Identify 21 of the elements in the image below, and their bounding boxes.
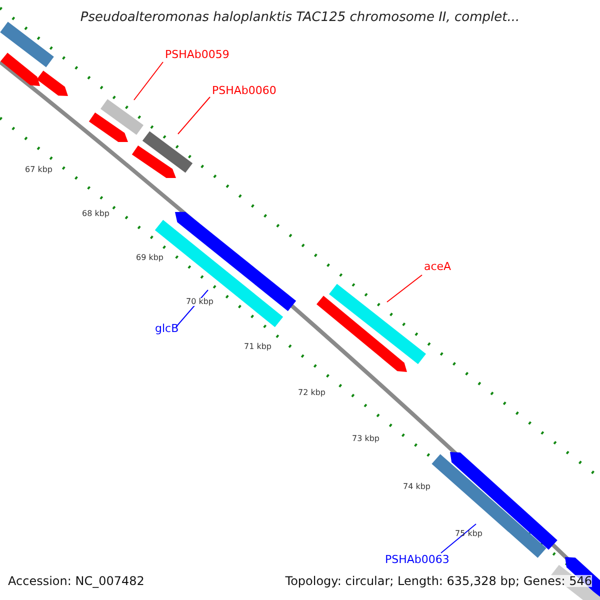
title: Pseudoalteromonas haloplanktis TAC125 chromosome II, complet...: [79, 11, 521, 24]
gene-bar: [100, 99, 144, 135]
scale-label: 70 kbp: [186, 298, 214, 306]
info-text: Topology: circular; Length: 635,328 bp; Genes: 546: [285, 575, 592, 587]
leader-line: [386, 274, 422, 302]
scale-label: 67 kbp: [25, 166, 53, 174]
scale-label: 69 kbp: [136, 254, 164, 262]
scale-label: 73 kbp: [352, 435, 380, 443]
gene-label: PSHAb0063: [385, 554, 450, 565]
leader-line: [134, 62, 164, 100]
gene-label: PSHAb0060: [212, 85, 276, 96]
gene-label: glcB: [155, 323, 179, 334]
gene-label: aceA: [424, 261, 452, 272]
scale-label: 68 kbp: [82, 210, 110, 218]
leader-line: [440, 524, 476, 554]
gene-bar: [142, 131, 193, 173]
leader-line: [178, 96, 210, 134]
info-text: Accession: NC_007482: [8, 575, 144, 587]
gene-bar: [329, 284, 426, 364]
gene-label: PSHAb0059: [165, 49, 230, 60]
scale-label: 75 kbp: [455, 530, 483, 538]
